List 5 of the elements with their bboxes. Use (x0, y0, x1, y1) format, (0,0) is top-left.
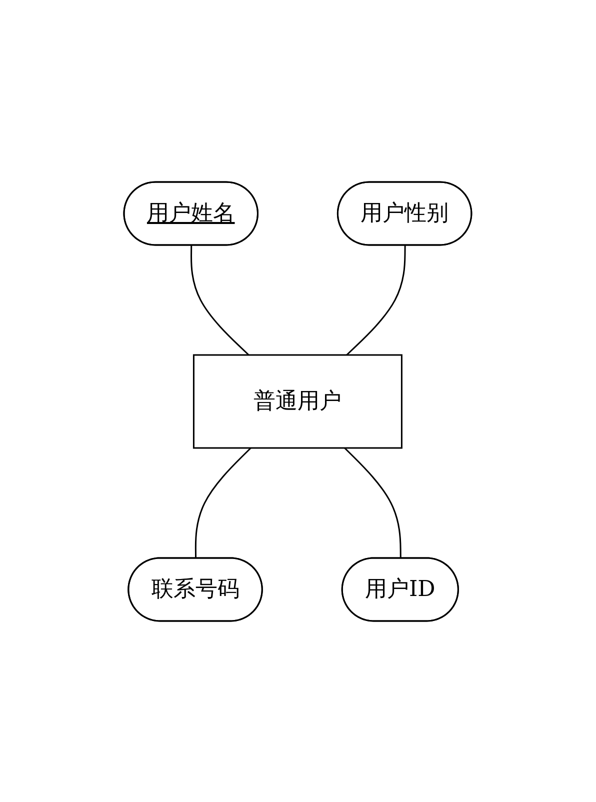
connector (346, 245, 406, 356)
connector (344, 446, 402, 558)
node-box: 普通用户 (193, 354, 403, 448)
connector (190, 245, 250, 356)
connector (195, 446, 252, 558)
